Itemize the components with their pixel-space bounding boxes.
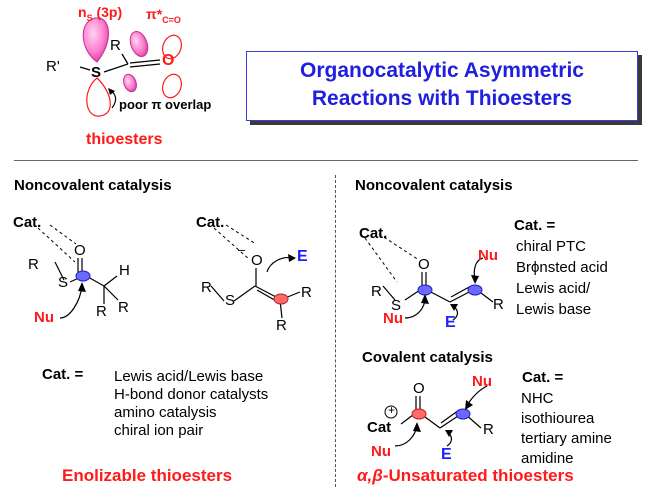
pi-star-label: π*C=O	[146, 6, 181, 25]
s3-nu-bottom: Nu	[383, 310, 403, 327]
s4-r-label: R	[483, 421, 494, 438]
horizontal-divider	[14, 160, 638, 161]
covalent-catalyst-item-2: isothiourea	[521, 410, 595, 427]
right-catalyst-item-2: Brϕnsted acid	[516, 259, 608, 276]
thioester-orbital-diagram	[79, 17, 183, 117]
left-cat-equals: Cat. =	[42, 366, 84, 383]
alpha-carbon-highlight	[273, 293, 289, 305]
right-catalyst-item-3: Lewis acid/	[516, 280, 591, 297]
s2-s-label: S	[225, 292, 236, 309]
s4-cat-label: Cat	[367, 419, 392, 436]
right-cat-label: Cat.	[359, 225, 388, 242]
poor-overlap-label: poor π overlap	[119, 97, 212, 112]
top-r-prime-label: R'	[46, 58, 60, 75]
s4-e-label: E	[441, 446, 452, 463]
sulfur-3p-orbital-lobe	[82, 17, 110, 63]
left-cat-label-1: Cat.	[13, 214, 42, 231]
s3-e-label: E	[445, 314, 456, 331]
top-sulfur-label: S	[91, 64, 102, 81]
s2-r2-label: R	[301, 284, 312, 301]
s4-nu-top: Nu	[472, 373, 492, 390]
s1-oxygen: O	[74, 242, 86, 259]
s1-r-label: R	[28, 256, 39, 273]
carbonyl-carbon-highlight	[75, 270, 91, 282]
covalent-catalyst-item-3: tertiary amine	[521, 430, 612, 447]
s1-r2-label: R	[96, 303, 107, 320]
s3-s-label: S	[391, 297, 402, 314]
covalent-catalyst-item-1: NHC	[521, 390, 554, 407]
right-cat-equals: Cat. =	[514, 217, 556, 234]
s2-e-label: E	[297, 248, 308, 265]
covalent-catalyst-item-4: amidine	[521, 450, 574, 467]
title-line-1: Organocatalytic Asymmetric	[299, 59, 584, 82]
right-structures	[364, 233, 494, 447]
top-r-label: R	[110, 37, 121, 54]
left-cat-label-2: Cat.	[196, 214, 225, 231]
covalent-heading: Covalent catalysis	[362, 349, 493, 366]
pi-star-lobe	[129, 30, 149, 58]
left-catalyst-item-2: H-bond donor catalysts	[114, 386, 269, 403]
left-catalyst-item-3: amino catalysis	[114, 404, 217, 421]
s1-r3-label: R	[118, 299, 129, 316]
s2-r-label: R	[201, 279, 212, 296]
s3-nu-top: Nu	[478, 247, 498, 264]
title-line-2: Reactions with Thioesters	[311, 87, 573, 110]
right-catalyst-item-4: Lewis base	[516, 301, 592, 318]
right-heading: Noncovalent catalysis	[355, 177, 513, 194]
s1-s-label: S	[58, 274, 69, 291]
electrophile-arrow	[266, 257, 293, 273]
s4-plus: +	[388, 403, 396, 417]
vertical-divider	[335, 175, 336, 487]
s4-nu-bottom: Nu	[371, 443, 391, 460]
s2-r3-label: R	[276, 317, 287, 334]
left-heading: Noncovalent catalysis	[14, 177, 172, 194]
left-footer: Enolizable thioesters	[62, 466, 233, 485]
title-box: Organocatalytic Asymmetric Reactions wit…	[246, 51, 638, 121]
left-catalyst-item-1: Lewis acid/Lewis base	[114, 368, 264, 385]
s4-oxygen: O	[413, 380, 425, 397]
sulfur-3p-lower-lobe	[86, 77, 111, 117]
s2-minus: –	[238, 242, 246, 257]
covalent-cat-equals: Cat. =	[522, 369, 564, 386]
s3-oxygen: O	[418, 256, 430, 273]
s3-r-label: R	[371, 283, 382, 300]
right-catalyst-item-1: chiral PTC	[516, 238, 587, 255]
left-structures	[37, 224, 301, 319]
s2-oxygen: O	[251, 252, 263, 269]
ns-orbital-label: nS (3p)	[78, 4, 123, 23]
s1-h-label: H	[119, 262, 130, 279]
top-oxygen-label: O	[162, 52, 175, 69]
right-footer: α,β-Unsaturated thioesters	[357, 466, 574, 485]
s3-r2-label: R	[493, 296, 504, 313]
left-catalyst-item-4: chiral ion pair	[114, 422, 204, 439]
thioesters-label: thioesters	[86, 131, 163, 148]
s1-nu-label: Nu	[34, 309, 54, 326]
